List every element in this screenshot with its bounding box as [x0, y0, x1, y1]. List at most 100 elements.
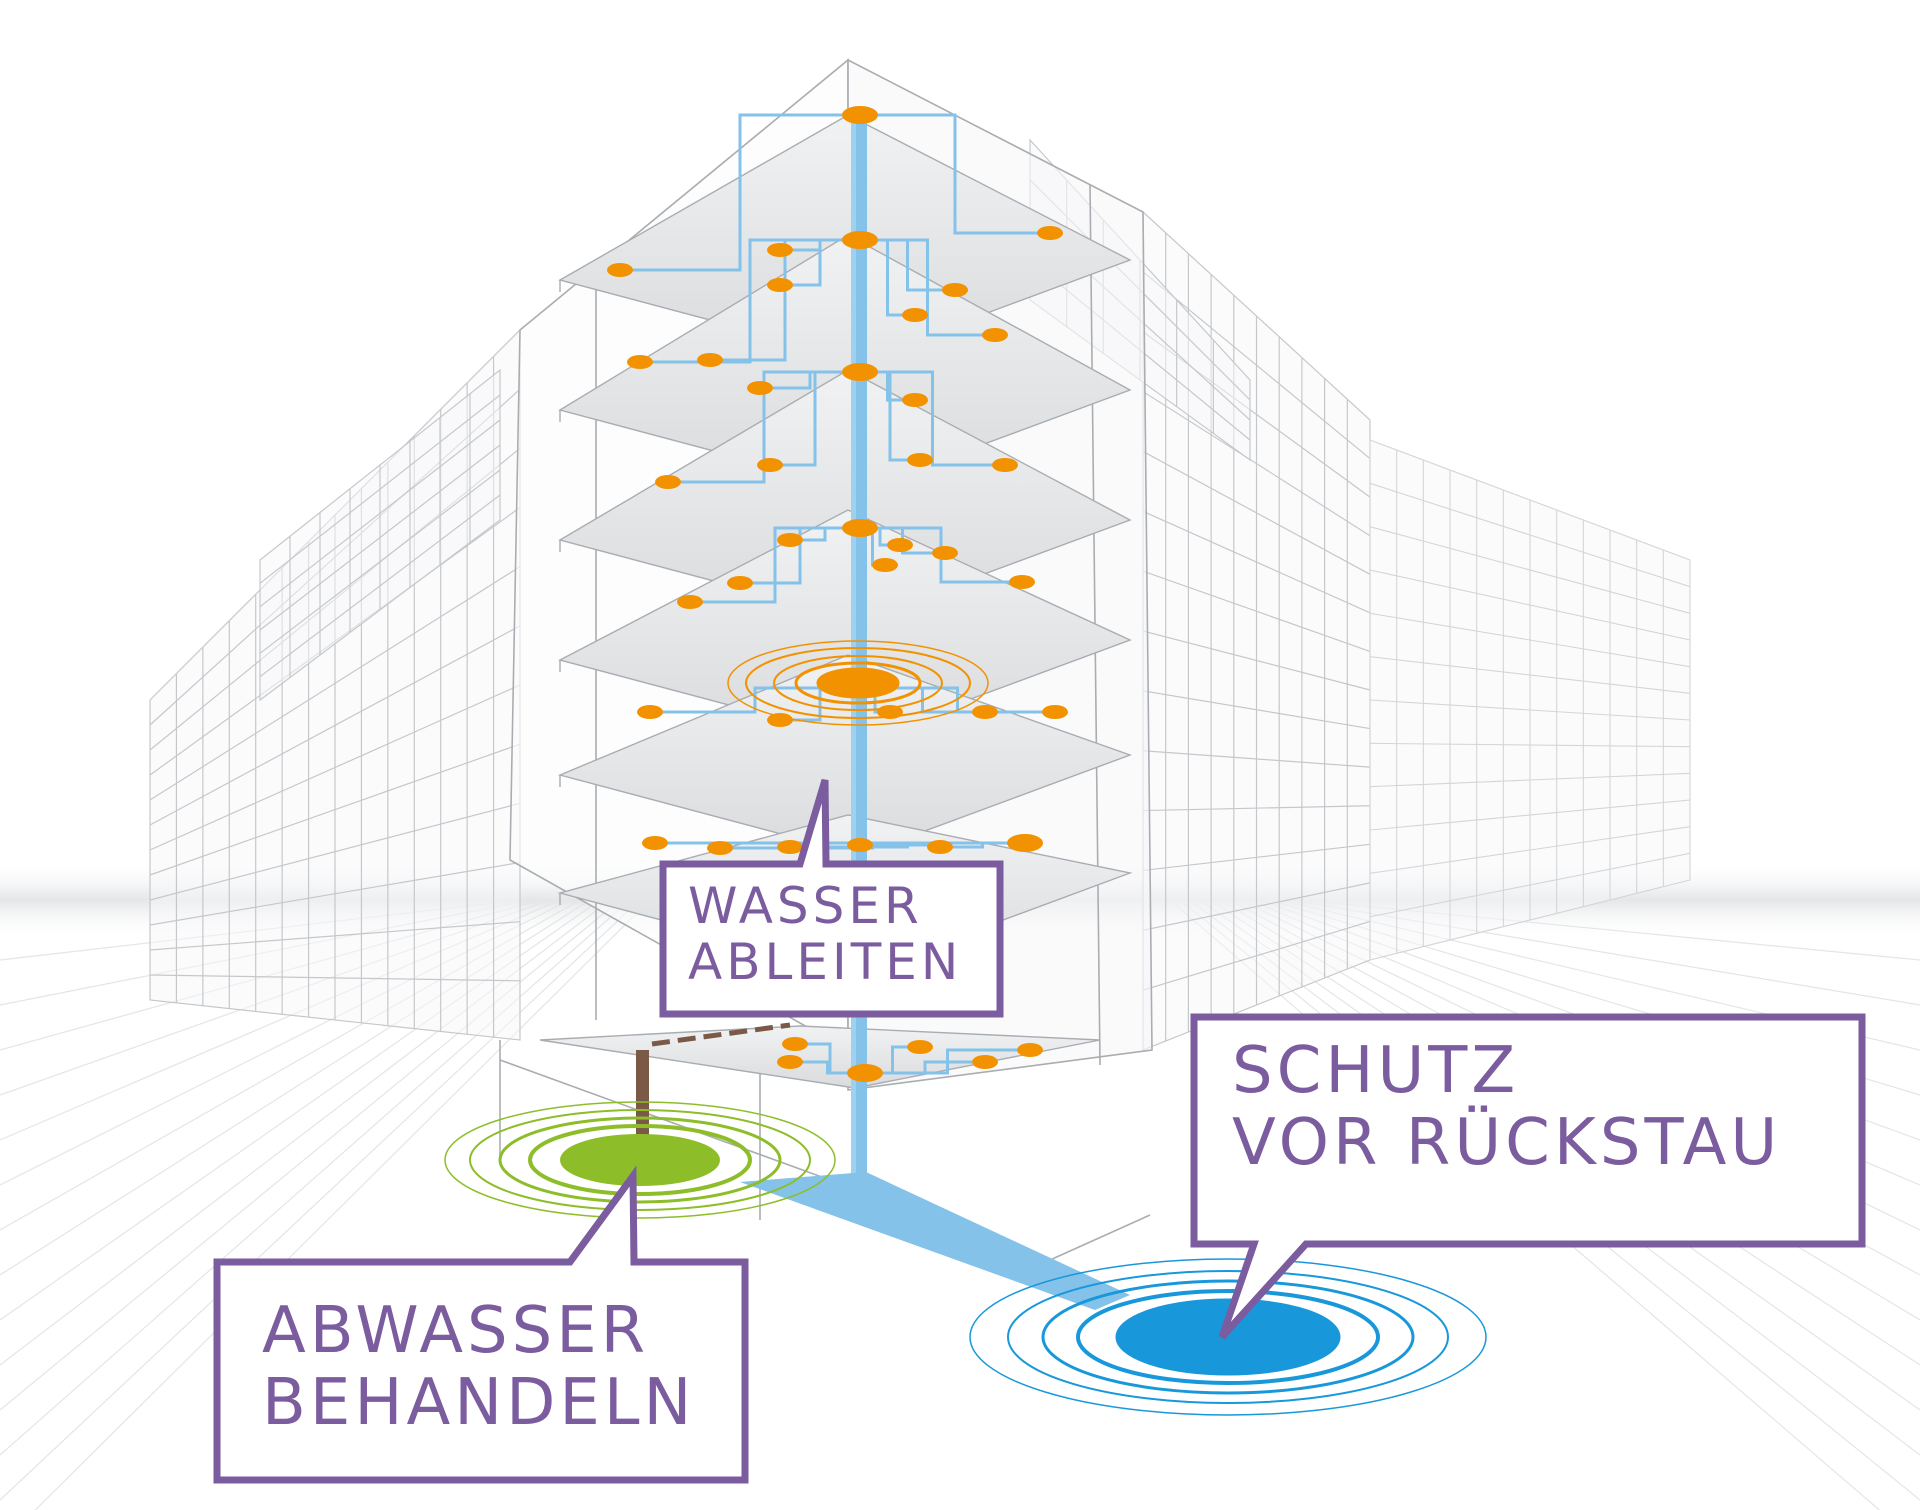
drain-point	[942, 283, 968, 297]
branch-pipe	[860, 370, 1005, 467]
ripple-ring	[773, 655, 943, 711]
blue-ripple-icon	[969, 1258, 1487, 1416]
riser-junction	[842, 363, 878, 381]
ripple-ring	[528, 1124, 752, 1196]
ripple-ring	[444, 1101, 836, 1219]
wing-floor-line	[1142, 920, 1371, 991]
wing-floor-line	[1369, 699, 1691, 721]
wing-floor-line	[1142, 690, 1371, 730]
wing-floor-line	[1369, 526, 1691, 614]
wing-floor-line	[1142, 510, 1371, 614]
wing-floor-line	[259, 419, 501, 608]
callout-schutz-text: SCHUTZ VOR RÜCKSTAU	[1232, 1034, 1782, 1180]
drain-point	[747, 381, 773, 395]
ripple-ring	[1041, 1279, 1415, 1395]
wing-floor-line	[1142, 271, 1371, 460]
callout-abwasser-text: ABWASSER BEHANDELN	[262, 1294, 696, 1440]
branch-pipes	[620, 113, 1055, 1075]
branch-pipe	[860, 113, 1050, 235]
ripple-ring	[560, 1134, 720, 1186]
drain-point	[927, 840, 953, 854]
wing-floor-line	[149, 566, 521, 801]
green-ripple-icon	[444, 1101, 836, 1219]
wing-floor-line	[1142, 805, 1371, 812]
orange-ripple-icon	[727, 640, 989, 726]
drain-point	[902, 308, 928, 322]
ripple-ring	[816, 667, 900, 699]
wing-floor-line	[1142, 450, 1371, 575]
drain-point	[677, 595, 703, 609]
wing-floor-line	[149, 974, 521, 982]
wing-floor-line	[259, 469, 501, 654]
drain-point	[642, 836, 668, 850]
ground-line	[0, 899, 641, 1501]
wing-floor-line	[1369, 799, 1691, 831]
left-wing-wireframe	[149, 328, 521, 1041]
wing-floor-line	[1369, 852, 1691, 918]
branch-pipe	[860, 238, 995, 337]
branch-pipe	[940, 841, 1025, 849]
callout-abwasser-box	[213, 1165, 749, 1484]
drain-point	[1017, 1043, 1043, 1057]
ripple-ring	[794, 661, 922, 705]
ground-line	[34, 899, 651, 1510]
drain-point	[777, 533, 803, 547]
wing-floor-line	[259, 494, 501, 678]
wing-floor-line	[149, 802, 521, 901]
drain-point	[767, 713, 793, 727]
wing-floor-line	[259, 394, 501, 584]
drain-point	[607, 263, 633, 277]
wing-floor-line	[1142, 882, 1371, 931]
drain-point	[992, 458, 1018, 472]
riser-junction	[842, 231, 878, 249]
drain-point	[972, 1055, 998, 1069]
branch-pipe	[650, 686, 860, 714]
drain-point	[932, 546, 958, 560]
callout-schutz-box	[1190, 1013, 1866, 1340]
drain-point	[872, 558, 898, 572]
wing-floor-line	[1369, 612, 1691, 668]
far-right-wing-wireframe	[1369, 439, 1691, 961]
ripple-ring	[1115, 1298, 1341, 1376]
drain-point	[767, 278, 793, 292]
wing-floor-line	[149, 921, 521, 951]
ripple-ring	[745, 647, 971, 719]
drain-point	[767, 243, 793, 257]
wing-floor-line	[1369, 656, 1691, 694]
drain-point	[777, 840, 803, 854]
ripple-ring	[1076, 1289, 1380, 1385]
drain-point	[902, 393, 928, 407]
ripple-ring	[469, 1109, 811, 1211]
branch-pipe	[780, 238, 860, 252]
riser-junction	[1007, 834, 1043, 852]
branch-pipe	[620, 113, 860, 272]
wing-floor-line	[259, 444, 501, 631]
wing-floor-line	[1142, 843, 1371, 872]
drain-point	[907, 1040, 933, 1054]
drain-point	[637, 705, 663, 719]
wing-floor-line	[1369, 742, 1691, 748]
drain-point	[1042, 705, 1068, 719]
wing-floor-line	[1142, 630, 1371, 691]
ripple-ring	[498, 1116, 782, 1204]
main-riser-pipe	[851, 118, 867, 1190]
wing-floor-line	[149, 743, 521, 876]
wing-floor-line	[149, 625, 521, 826]
wing-floor-line	[149, 684, 521, 851]
drain-point	[972, 705, 998, 719]
drain-point	[777, 1055, 803, 1069]
branch-pipe	[790, 1060, 865, 1075]
drain-point	[727, 576, 753, 590]
wing-floor-line	[1369, 482, 1691, 588]
callout-wasser-box	[659, 779, 1004, 1018]
riser-junction	[842, 519, 878, 537]
wing-floor-line	[1369, 569, 1691, 641]
ground-line	[0, 899, 631, 1456]
wing-floor-line	[1142, 570, 1371, 652]
branch-pipe	[760, 370, 860, 390]
ripple-ring	[727, 640, 989, 726]
branch-pipe	[865, 1048, 1030, 1075]
wing-floor-line	[149, 861, 521, 926]
